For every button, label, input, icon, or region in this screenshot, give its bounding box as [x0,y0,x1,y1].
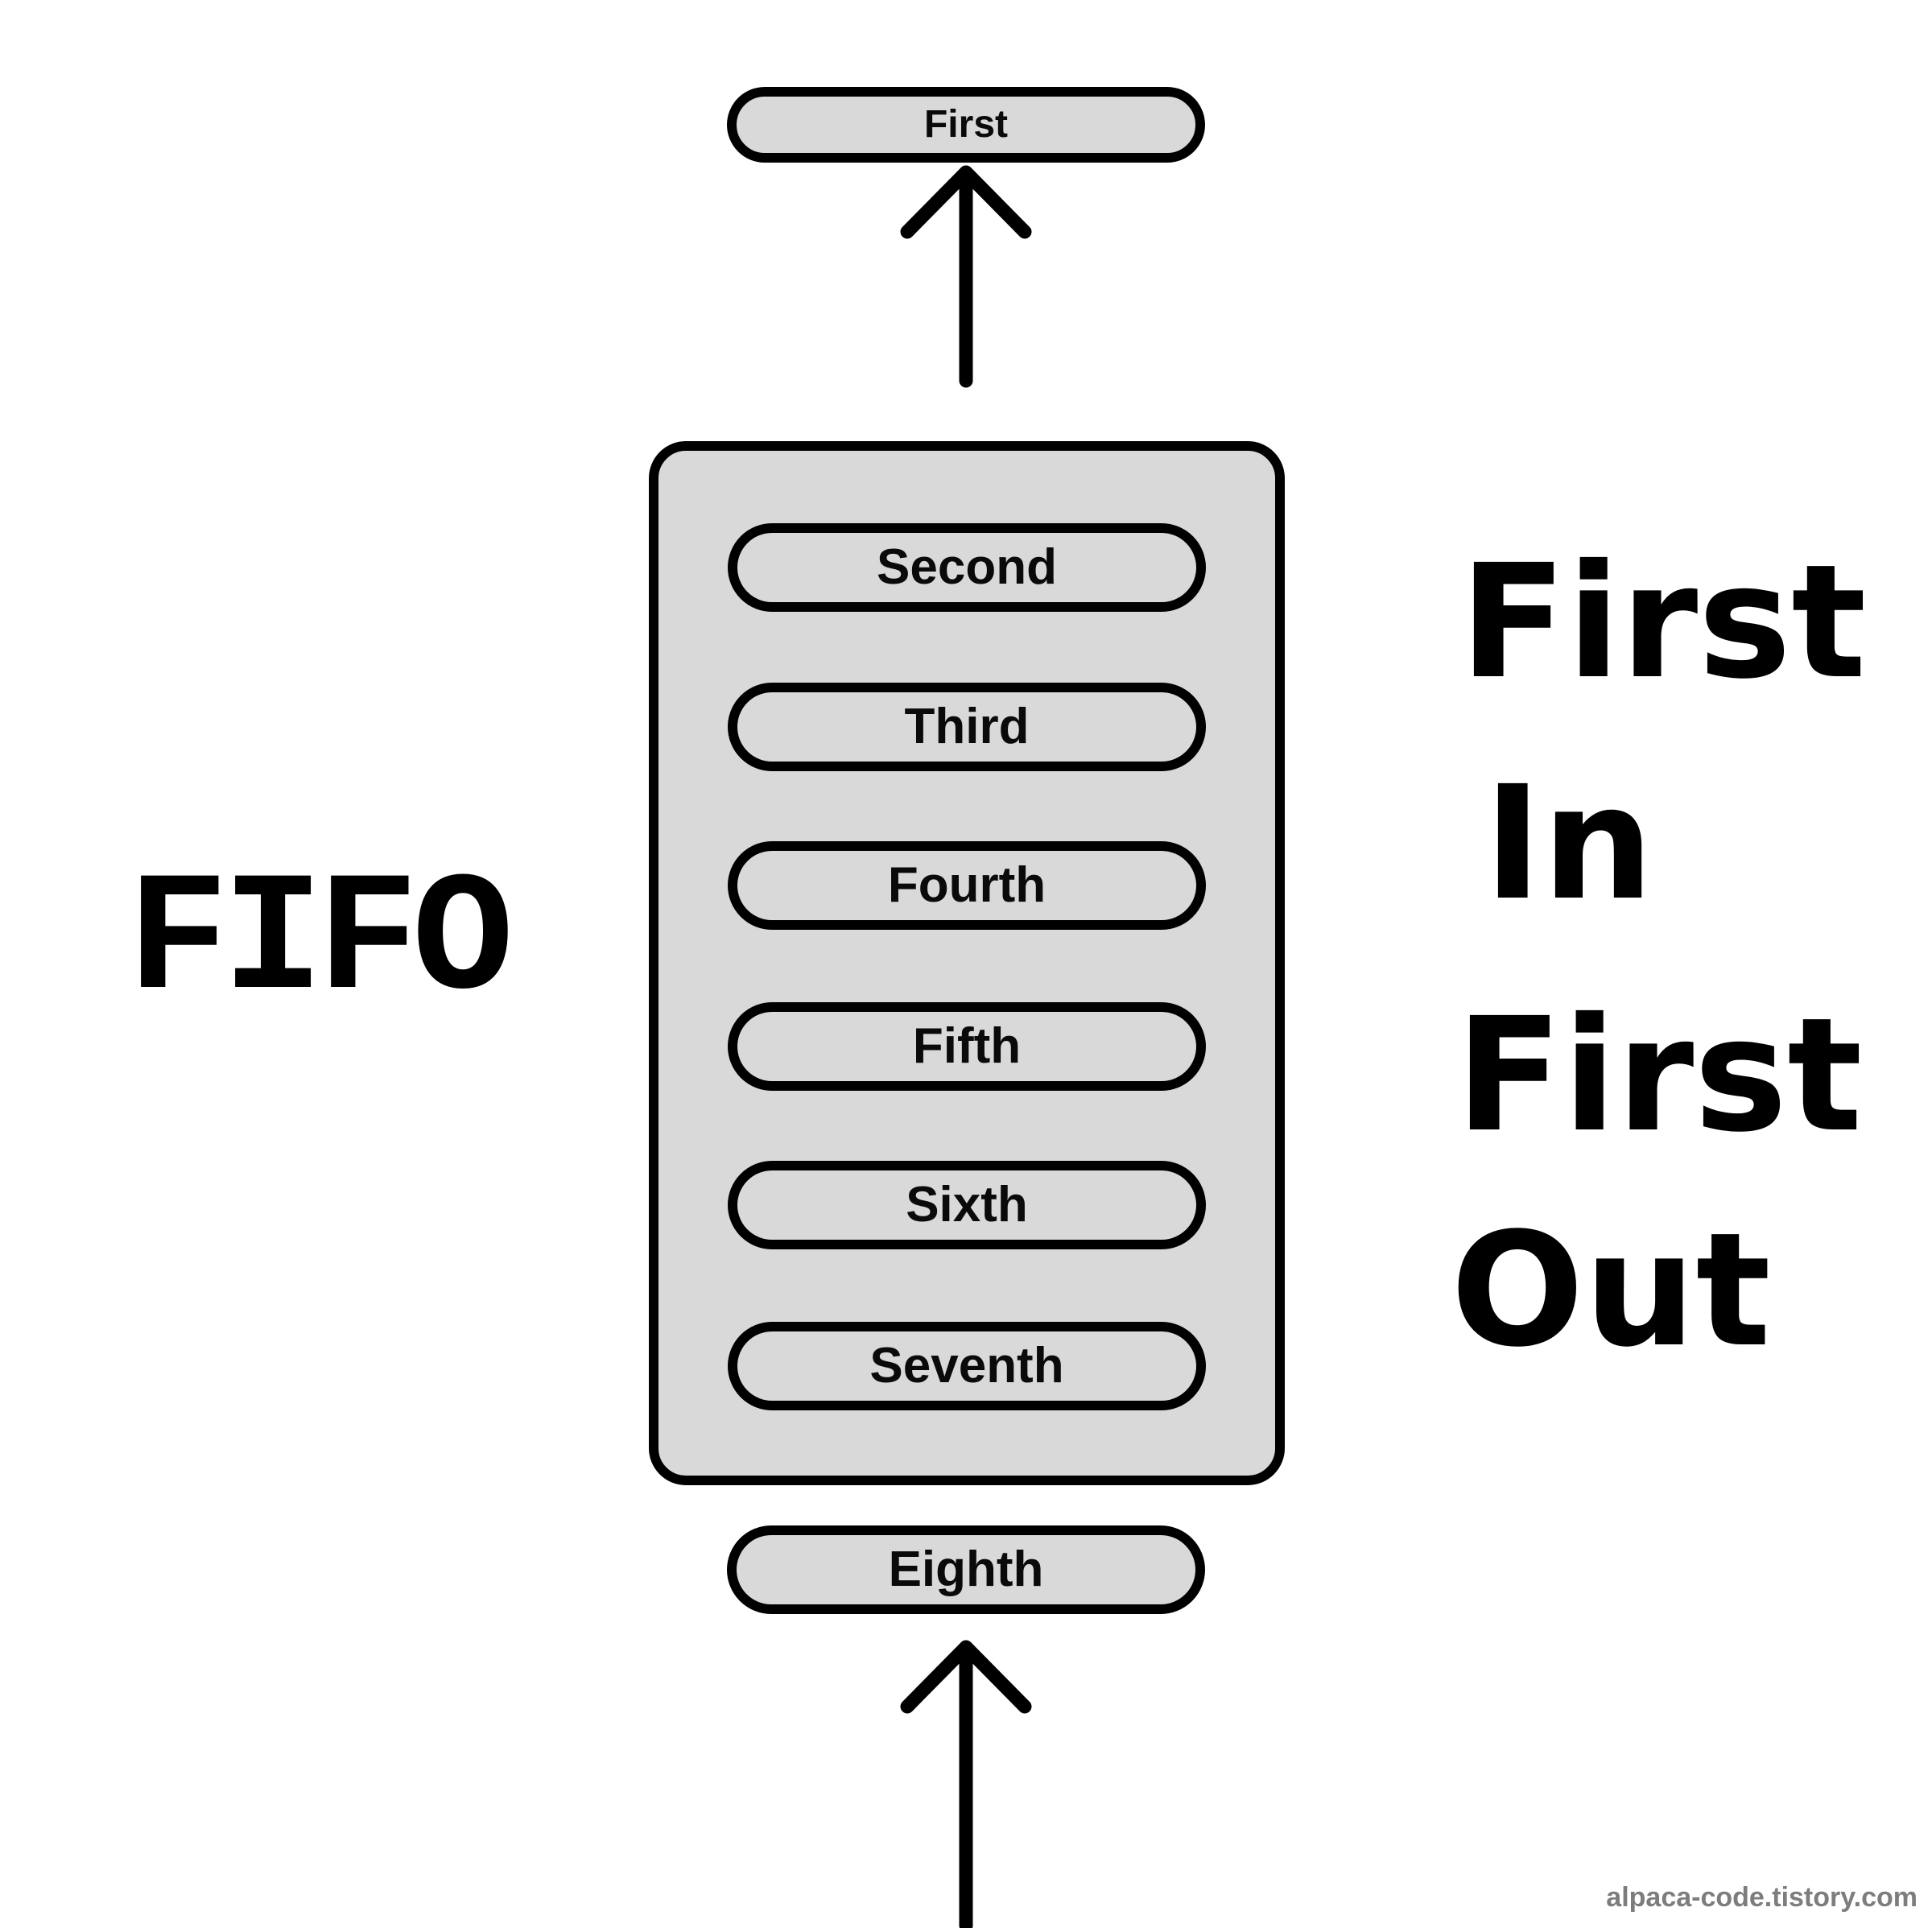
queue-output-pill: First [727,87,1205,163]
queue-input-pill: Eighth [727,1525,1205,1614]
caption-line-out: Out [1451,1199,1771,1381]
queue-item-label: Sixth [906,1177,1028,1232]
caption-line-first-2: First [1455,984,1863,1166]
queue-item-pill: Fifth [728,1002,1206,1091]
queue-item-pill: Third [728,683,1206,771]
queue-item-pill: Fourth [728,841,1206,930]
queue-input-label: Eighth [888,1542,1044,1597]
caption-line-in: In [1484,752,1654,935]
caption-line-first-1: First [1459,530,1867,713]
watermark: alpaca-code.tistory.com [1606,1882,1918,1913]
arrow-head [900,1640,1032,1714]
queue-item-pill: Second [728,523,1206,612]
arrow-head [900,165,1032,239]
queue-item-label: Seventh [869,1338,1064,1393]
up-arrow-icon [900,1640,1032,1928]
queue-item-label: Third [904,699,1030,754]
queue-output-label: First [923,103,1008,146]
queue-item-label: Second [877,539,1057,595]
up-arrow-icon [900,165,1032,388]
queue-container: Second Third Fourth Fifth Sixth Seventh [649,441,1285,1485]
queue-item-pill: Sixth [728,1161,1206,1249]
fifo-title: FIFO [127,847,514,1038]
queue-item-pill: Seventh [728,1322,1206,1410]
queue-item-label: Fifth [912,1018,1022,1074]
queue-item-label: Fourth [887,857,1046,913]
